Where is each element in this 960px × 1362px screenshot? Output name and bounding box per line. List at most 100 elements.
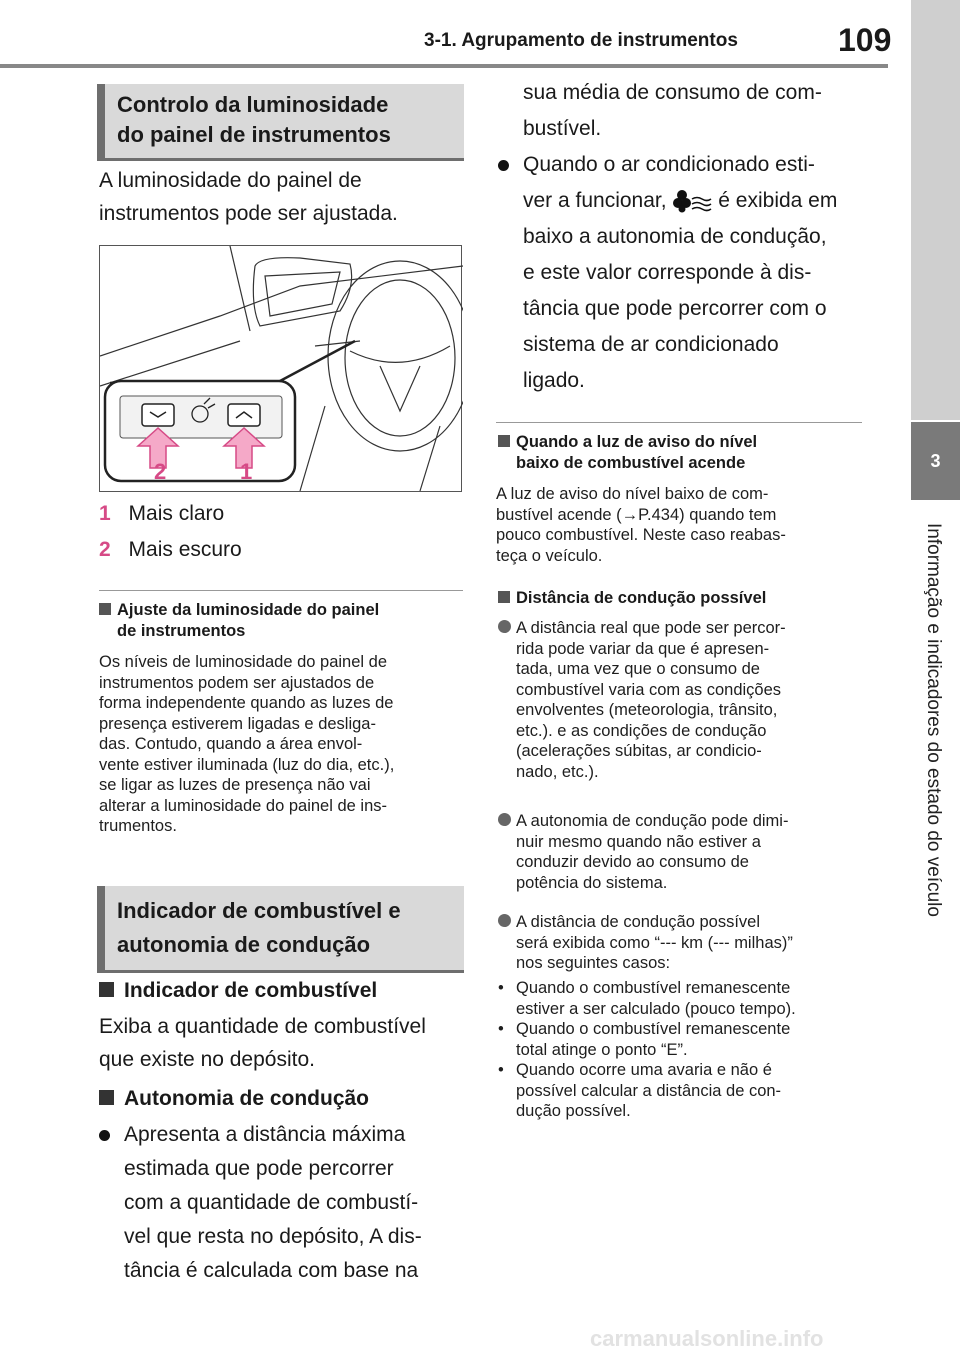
intro-line: A luminosidade do painel de: [99, 169, 362, 192]
ac-line: é exibida em: [718, 189, 838, 212]
ac-line: baixo a autonomia de condução,: [523, 225, 827, 248]
figure-label-2: 2: [154, 459, 167, 484]
page-number: 109: [838, 22, 892, 58]
note-line: A distância real que pode ser percor-: [516, 619, 786, 637]
divider: [99, 590, 463, 591]
note-heading-line: Quando a luz de aviso do nível: [516, 433, 758, 451]
item-brighter: 1 Mais claro: [99, 497, 224, 530]
item-number: 1: [99, 502, 111, 525]
header-rule: [0, 64, 888, 68]
note-line: presença estiverem ligadas e desliga-: [99, 714, 376, 733]
distance-bullet-2: A autonomia de condução pode dimi- nuir …: [498, 811, 788, 893]
note-body-low-fuel: A luz de aviso do nível baixo de com- bu…: [496, 484, 786, 566]
note-line: Quando o combustível remanescente: [516, 979, 791, 997]
square-bullet-icon: [99, 1090, 114, 1105]
range-line: estimada que pode percorrer: [124, 1157, 394, 1180]
note-line: instrumentos podem ser ajustados de: [99, 673, 375, 692]
dot-bullet-icon: •: [498, 979, 504, 997]
note-line: total atinge o ponto “E”.: [516, 1040, 688, 1059]
chapter-title: 3-1. Agrupamento de instrumentos: [424, 30, 738, 51]
figure-label-1: 1: [240, 459, 253, 484]
range-text: Apresenta a distância máxima estimada qu…: [99, 1118, 422, 1288]
note-line: rida pode variar da que é apresen-: [516, 639, 770, 658]
note-line: estiver a ser calculado (pouco tempo).: [516, 999, 796, 1018]
note-heading-line: de instrumentos: [117, 621, 246, 640]
square-bullet-icon: [498, 435, 510, 447]
divider: [496, 422, 862, 423]
note-line: Os níveis de luminosidade do painel de: [99, 653, 388, 671]
note-line: nado, etc.).: [516, 762, 599, 781]
note-line: dução possível.: [516, 1102, 631, 1120]
brightness-intro: A luminosidade do painel de instrumentos…: [99, 164, 398, 230]
note-heading-low-fuel: Quando a luz de aviso do nível baixo de …: [498, 432, 757, 473]
side-tab-chapter-number: 3: [911, 422, 960, 500]
note-line: forma independente quando as luzes de: [99, 694, 394, 712]
intro-line: instrumentos pode ser ajustada.: [99, 202, 398, 225]
note-line: potência do sistema.: [516, 873, 668, 892]
ac-line: tância que pode percorrer com o: [523, 297, 827, 320]
section-heading-brightness: Controlo da luminosidade do painel de in…: [97, 84, 464, 161]
note-heading-distance: Distância de condução possível: [498, 588, 766, 609]
fuel-gauge-heading: Indicador de combustível: [99, 974, 377, 1007]
watermark: carmanualsonline.info: [590, 1326, 824, 1351]
note-body-brightness: Os níveis de luminosidade do painel de i…: [99, 652, 394, 837]
note-line: bustível acende (→P.434) quando tem: [496, 505, 777, 524]
section-heading-line: autonomia de condução: [117, 932, 371, 957]
note-line: nuir mesmo quando não estiver a: [516, 832, 761, 851]
note-line: trumentos.: [99, 817, 177, 835]
side-tab-chapter-name: Informação e indicadores do estado do ve…: [923, 523, 944, 917]
range-line: vel que resta no depósito, A dis-: [124, 1225, 422, 1248]
note-heading-line: baixo de combustível acende: [516, 453, 746, 472]
ac-line: sistema de ar condicionado: [523, 333, 779, 356]
note-heading-brightness: Ajuste da luminosidade do painel de inst…: [99, 600, 379, 641]
note-heading-line: Distância de condução possível: [516, 589, 767, 607]
note-line: (acelerações súbitas, ar condicio-: [516, 742, 762, 760]
distance-bullet-3: A distância de condução possível será ex…: [498, 912, 793, 974]
item-text: Mais claro: [128, 502, 225, 525]
section-heading-fuel: Indicador de combustível e autonomia de …: [97, 886, 464, 973]
item-text: Mais escuro: [128, 538, 242, 561]
range-line: bustível.: [523, 117, 602, 140]
fuel-line: Exiba a quantidade de combustível: [99, 1015, 426, 1038]
note-line: nos seguintes casos:: [516, 954, 671, 972]
note-line: Quando ocorre uma avaria e não é: [516, 1061, 772, 1079]
ac-range-text: Quando o ar condicionado esti- ver a fun…: [498, 147, 837, 399]
range-line: Apresenta a distância máxima: [124, 1123, 406, 1146]
ac-line: e este valor corresponde à dis-: [523, 261, 812, 284]
item-number: 2: [99, 538, 111, 561]
side-tab-bar: [911, 0, 960, 420]
note-line: A autonomia de condução pode dimi-: [516, 812, 789, 830]
note-line: vente estiver iluminada (luz do dia, etc…: [99, 755, 395, 774]
dashboard-illustration: 2 1: [99, 245, 473, 492]
item-darker: 2 Mais escuro: [99, 533, 242, 566]
distance-bullet-1: A distância real que pode ser percor- ri…: [498, 618, 786, 782]
note-line: será exibida como “--- km (--- milhas)”: [516, 933, 793, 952]
square-bullet-icon: [99, 982, 114, 997]
note-line: alterar a luminosidade do painel de ins-: [99, 796, 388, 815]
note-line: Quando o combustível remanescente: [516, 1020, 791, 1038]
note-line: das. Contudo, quando a área envol-: [99, 735, 363, 753]
air-conditioning-icon: [673, 190, 712, 213]
range-line: sua média de consumo de com-: [523, 81, 822, 104]
note-line: teça o veículo.: [496, 546, 603, 565]
note-line: se ligar as luzes de presença não vai: [99, 776, 371, 794]
fuel-line: que existe no depósito.: [99, 1048, 315, 1071]
note-heading-line: Ajuste da luminosidade do painel: [117, 601, 380, 619]
note-line: conduzir devido ao consumo de: [516, 853, 749, 871]
note-line: A luz de aviso do nível baixo de com-: [496, 485, 769, 503]
bullet-icon: [99, 1130, 110, 1141]
bullet-icon: [498, 620, 511, 633]
note-line: A distância de condução possível: [516, 913, 760, 931]
ac-line: ver a funcionar,: [523, 189, 667, 212]
note-line: possível calcular a distância de con-: [516, 1081, 782, 1100]
fuel-gauge-text: Exiba a quantidade de combustível que ex…: [99, 1010, 426, 1076]
fuel-gauge-heading-text: Indicador de combustível: [124, 979, 378, 1002]
ac-line: Quando o ar condicionado esti-: [523, 153, 815, 176]
bullet-icon: [498, 813, 511, 826]
dot-bullet-icon: •: [498, 1061, 504, 1079]
range-heading-text: Autonomia de condução: [124, 1087, 370, 1110]
range-line: com a quantidade de combustí-: [124, 1191, 419, 1214]
range-line: tância é calculada com base na: [124, 1259, 419, 1282]
dashboard-drawing: [99, 245, 473, 492]
dot-bullet-icon: •: [498, 1020, 504, 1038]
